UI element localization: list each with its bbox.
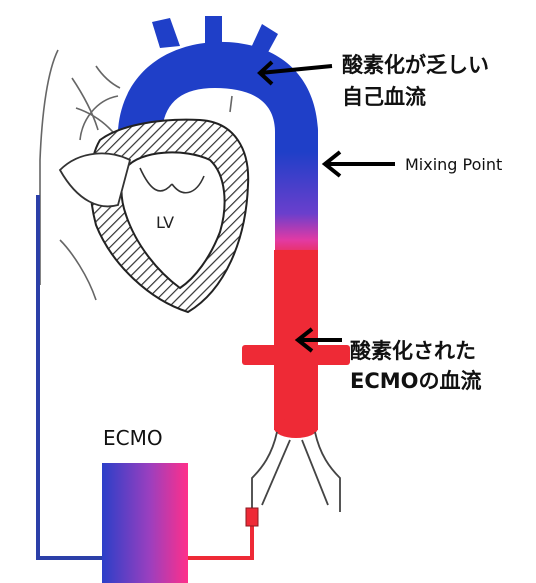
renal-branches	[242, 345, 350, 365]
deoxygenated-label-line1: 酸素化が乏しい	[342, 53, 489, 77]
deoxygenated-label-line2: 自己血流	[342, 85, 426, 109]
oxygenated-label-line1: 酸素化された	[350, 339, 476, 363]
heart: LV	[60, 120, 248, 312]
iliac-arteries	[252, 432, 340, 512]
arterial-return-line	[188, 515, 252, 558]
left-arrow-icon	[325, 152, 395, 176]
lv-label: LV	[156, 213, 174, 232]
oxygenated-label-line2: ECMOの血流	[350, 369, 482, 393]
ecmo-device-label: ECMO	[103, 426, 163, 450]
ecmo-device	[102, 463, 188, 583]
arterial-cannula	[246, 508, 258, 526]
atrium-outline	[60, 153, 130, 206]
venous-drainage-line	[38, 195, 102, 558]
mixing-point-label: Mixing Point	[405, 155, 502, 174]
aorta-bifurcation-cap	[274, 418, 318, 438]
